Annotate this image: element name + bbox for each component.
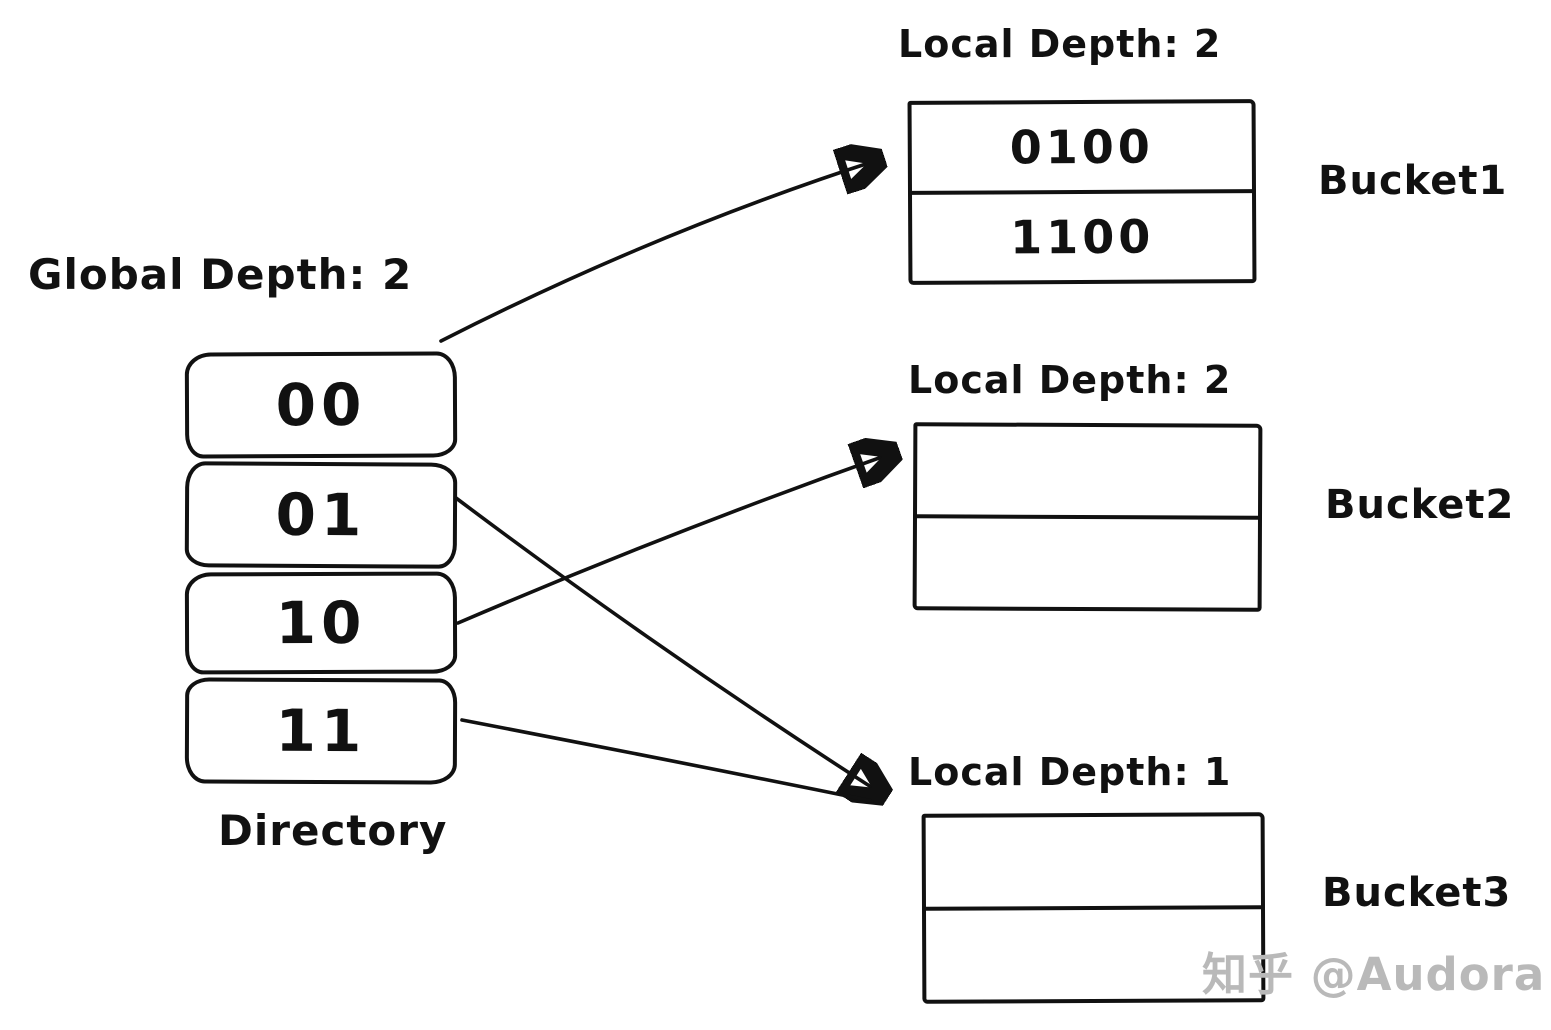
directory-entry-00-label: 00 xyxy=(275,370,367,440)
directory-caption: Directory xyxy=(218,806,448,855)
arrow-01-to-bucket3 xyxy=(454,496,882,794)
directory-entry-00: 00 xyxy=(184,351,458,459)
arrow-11-to-bucket3 xyxy=(460,718,874,803)
bucket2-box xyxy=(912,422,1263,612)
bucket1-row-1: 0100 xyxy=(911,103,1253,195)
arrow-10-to-bucket2 xyxy=(456,453,893,625)
directory-entry-10-label: 10 xyxy=(275,588,367,658)
directory-entry-01: 01 xyxy=(184,461,458,569)
bucket1-name-label: Bucket1 xyxy=(1318,158,1508,204)
bucket3-name-label: Bucket3 xyxy=(1322,870,1512,916)
arrow-00-to-bucket1 xyxy=(439,160,878,343)
zhihu-watermark: 知乎 @Audora xyxy=(1202,948,1546,1001)
global-depth-label: Global Depth: 2 xyxy=(28,250,413,299)
bucket1-box: 0100 1100 xyxy=(907,99,1257,285)
bucket1-row-2: 1100 xyxy=(1010,209,1155,265)
directory-entry-11-label: 11 xyxy=(275,696,367,766)
bucket2-row-2 xyxy=(917,518,1258,607)
directory-entry-01-label: 01 xyxy=(275,480,367,550)
directory-entry-11: 11 xyxy=(184,677,458,785)
bucket3-local-depth-label: Local Depth: 1 xyxy=(908,750,1232,794)
bucket2-row-1 xyxy=(916,426,1259,520)
directory-entry-10: 10 xyxy=(184,571,458,675)
bucket2-local-depth-label: Local Depth: 2 xyxy=(908,358,1232,402)
bucket3-row-1 xyxy=(925,816,1262,911)
bucket1-local-depth-label: Local Depth: 2 xyxy=(898,22,1222,66)
bucket2-name-label: Bucket2 xyxy=(1325,482,1515,528)
